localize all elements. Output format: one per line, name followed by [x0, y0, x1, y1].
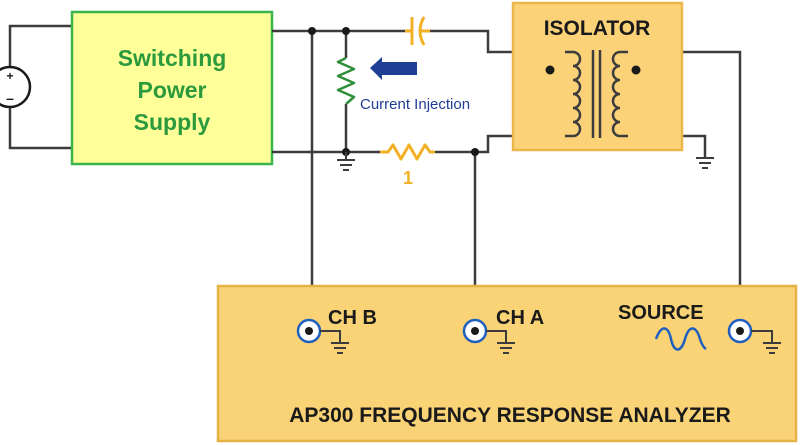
isolator: ISOLATOR	[511, 1, 684, 152]
junction-dot	[308, 27, 316, 35]
junction-dots	[308, 27, 479, 156]
current-injection-arrow-icon	[370, 57, 417, 80]
injection-resistor	[380, 143, 435, 161]
power-supply-box	[70, 10, 274, 166]
ch-a-connector-pin	[471, 327, 479, 335]
analyzer-title: AP300 FREQUENCY RESPONSE ANALYZER	[289, 404, 731, 427]
load-resistor	[336, 56, 356, 105]
source-label: SOURCE	[618, 302, 704, 324]
ground-symbol	[337, 152, 355, 171]
voltage-source-minus: –	[6, 90, 14, 106]
voltage-source-plus: +	[6, 69, 13, 83]
analyzer-box	[216, 284, 798, 443]
ground-symbol	[320, 330, 349, 354]
ch-b-port: CH B	[296, 307, 377, 354]
ch-a-port: CH A	[462, 307, 544, 354]
injection-resistor-value: 1	[403, 168, 413, 188]
primary-winding	[565, 50, 582, 138]
isolator-title: ISOLATOR	[544, 17, 651, 40]
secondary-winding	[611, 50, 628, 138]
sine-wave-icon	[654, 327, 707, 351]
secondary-polarity-dot	[631, 65, 641, 75]
junction-dot	[471, 148, 479, 156]
switching-power-supply: Switching Power Supply	[70, 10, 274, 166]
source-port: SOURCE	[618, 302, 781, 354]
power-supply-label-line2: Power	[137, 77, 206, 103]
ground-symbol	[696, 157, 714, 169]
ch-b-label: CH B	[328, 307, 377, 329]
source-connector-pin	[736, 327, 744, 335]
ground-symbol	[751, 330, 781, 354]
ground-symbol	[486, 330, 515, 354]
power-supply-label-line3: Supply	[134, 109, 211, 135]
voltage-source: + –	[0, 24, 72, 150]
transformer-symbol	[565, 50, 628, 138]
isolator-box	[511, 1, 684, 152]
frequency-response-analyzer: AP300 FREQUENCY RESPONSE ANALYZER CH B C…	[216, 284, 798, 443]
junction-dot	[342, 27, 350, 35]
ch-a-label: CH A	[496, 307, 544, 329]
power-supply-label-line1: Switching	[118, 45, 227, 71]
primary-polarity-dot	[545, 65, 555, 75]
ch-b-connector-pin	[305, 327, 313, 335]
current-injection-label: Current Injection	[360, 96, 470, 113]
injection-capacitor	[405, 16, 430, 46]
voltage-source-symbol	[0, 65, 32, 109]
